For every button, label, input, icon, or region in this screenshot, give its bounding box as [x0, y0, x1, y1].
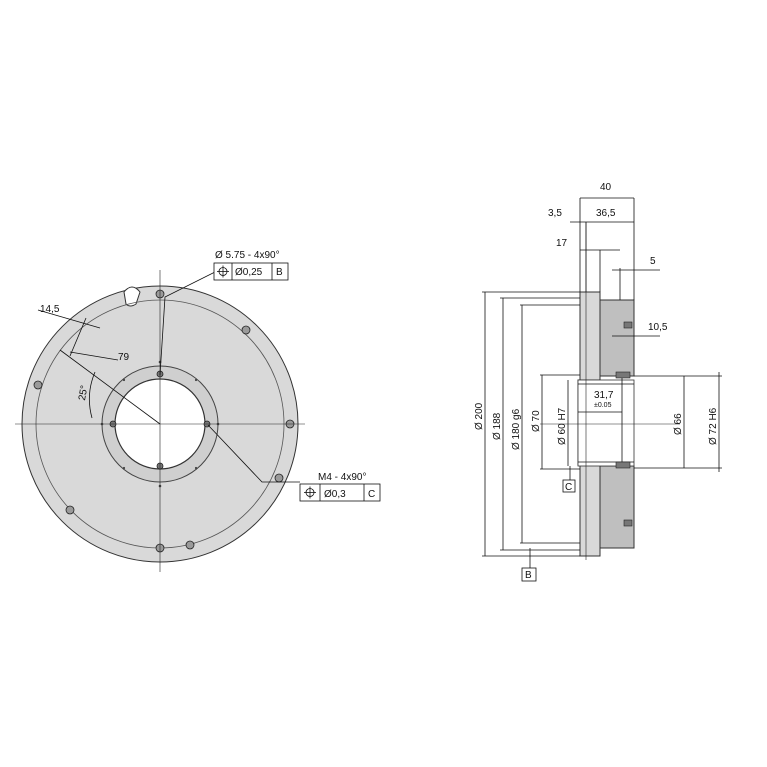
- datum-b: B: [525, 570, 532, 581]
- angle-25: 25°: [77, 385, 90, 402]
- dim-31-7-tol: ±0.05: [594, 402, 612, 409]
- bottom-callout-datum: C: [368, 489, 375, 500]
- top-callout-tolerance: Ø0,25: [235, 267, 263, 278]
- dia-200: Ø 200: [474, 402, 485, 430]
- dim-3-5: 3,5: [548, 208, 562, 219]
- dia-60: Ø 60 H7: [557, 407, 568, 445]
- dia-70: Ø 70: [531, 410, 542, 432]
- top-callout-datum: B: [276, 267, 283, 278]
- dim-5: 5: [650, 256, 656, 267]
- dim-36-5: 36,5: [596, 208, 616, 219]
- position-symbol-icon: [217, 265, 229, 278]
- dia-72: Ø 72 H6: [708, 407, 719, 445]
- side-bore: [577, 379, 635, 467]
- dim-79: 79: [118, 352, 130, 363]
- flange-notch: [123, 286, 141, 307]
- datum-c-box: [562, 479, 576, 493]
- leader-bottom-callout: [207, 424, 300, 483]
- datum-c: C: [565, 482, 572, 493]
- angle-25-ray: [59, 349, 161, 425]
- top-callout-hole-spec: Ø 5.75 - 4x90°: [215, 250, 280, 261]
- side-body-right: [599, 299, 635, 377]
- leader-top-callout: [159, 271, 216, 376]
- bottom-callout-tolerance: Ø0,3: [324, 489, 346, 500]
- dia-180: Ø 180 g6: [511, 408, 522, 450]
- dim-14-5-line: [37, 309, 101, 329]
- dia-188: Ø 188: [492, 412, 503, 440]
- top-callout-box: [213, 262, 289, 281]
- dim-17: 17: [556, 238, 568, 249]
- dim-10-5: 10,5: [648, 322, 668, 333]
- front-view: 14,5 79 25° Ø 5.75 - 4x90° Ø0,25 B M4 - …: [15, 250, 381, 572]
- position-symbol-icon: [304, 486, 316, 499]
- side-view: 40 3,5 36,5 17 5 10,5 31,7 ±0.05 Ø 200 Ø…: [474, 182, 722, 582]
- dim-14-5: 14,5: [40, 304, 60, 315]
- dim-14-5-ext: [69, 317, 87, 357]
- side-body-right-bottom: [599, 465, 635, 549]
- dim-40: 40: [600, 182, 612, 193]
- bottom-callout-hole-spec: M4 - 4x90°: [318, 472, 366, 483]
- datum-b-box: [521, 567, 537, 582]
- dim-79-line: [69, 351, 119, 361]
- dim-31-7: 31,7: [594, 390, 614, 401]
